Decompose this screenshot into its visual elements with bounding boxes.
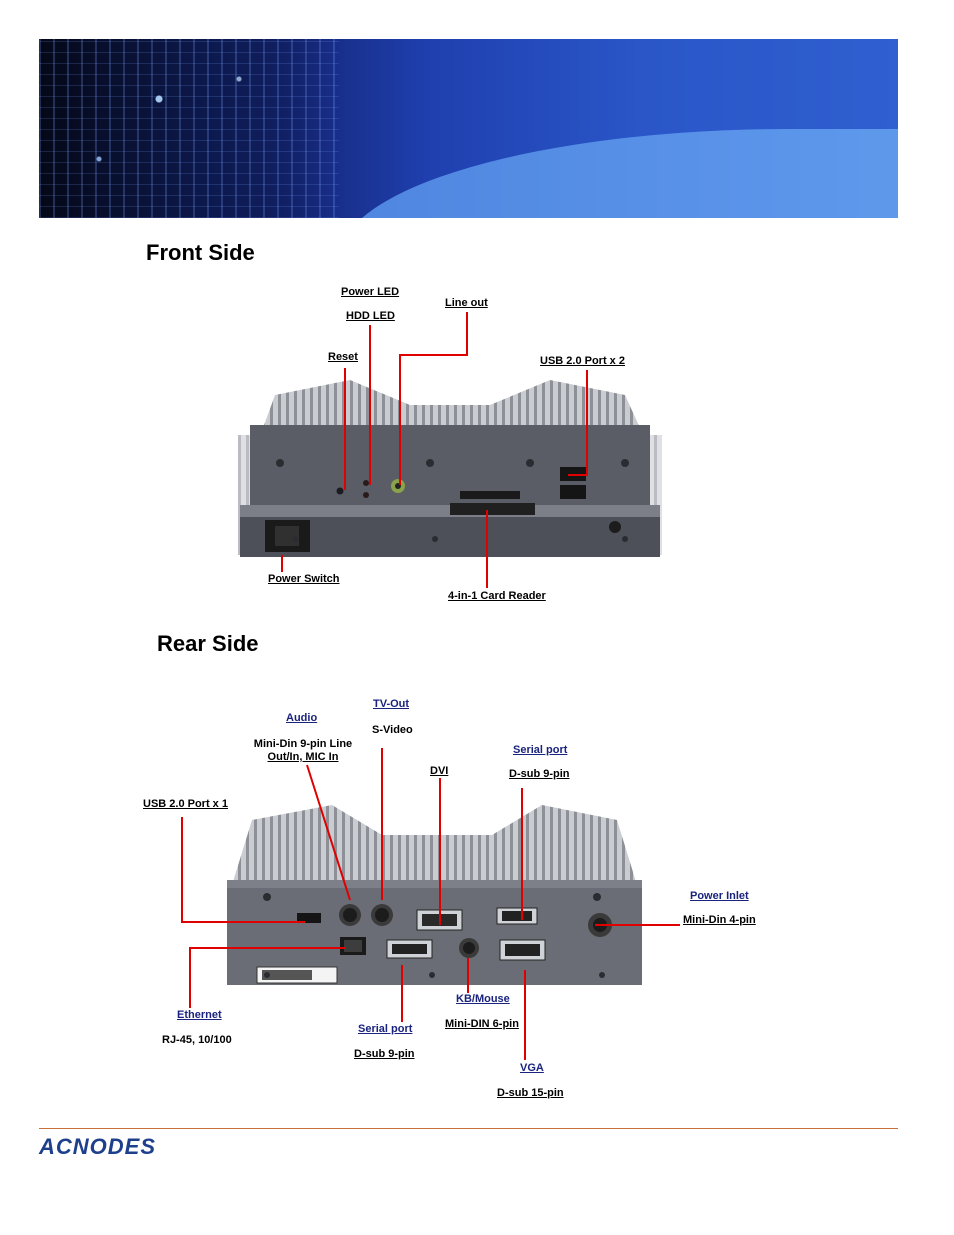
- circuit-board-image: [39, 39, 339, 218]
- dvi-label: DVI: [430, 765, 449, 777]
- ethernet-description: RJ-45, 10/100: [162, 1034, 232, 1046]
- rear-side-heading: Rear Side: [157, 631, 259, 656]
- power-led-label: Power LED: [341, 286, 400, 298]
- front-device-image: [238, 380, 662, 557]
- s-video-label: S-Video: [372, 724, 413, 736]
- power-switch-label: Power Switch: [268, 573, 340, 585]
- footer-divider: [39, 1128, 898, 1129]
- acnodes-logo: ACNODES: [39, 1134, 157, 1159]
- serial-port-bottom-label[interactable]: Serial port: [358, 1023, 413, 1035]
- vga-label[interactable]: VGA: [520, 1062, 544, 1074]
- line-out-label: Line out: [445, 297, 488, 309]
- serial-port-top-label[interactable]: Serial port: [513, 744, 568, 756]
- serial-port-top-description: D-sub 9-pin: [509, 768, 570, 780]
- front-side-heading: Front Side: [146, 240, 255, 265]
- front-usb-label: USB 2.0 Port x 2: [540, 355, 625, 367]
- kb-mouse-description: Mini-DIN 6-pin: [445, 1018, 519, 1030]
- serial-port-bottom-description: D-sub 9-pin: [354, 1048, 415, 1060]
- rear-usb-label: USB 2.0 Port x 1: [143, 798, 228, 810]
- audio-label[interactable]: Audio: [286, 712, 318, 724]
- tv-out-label[interactable]: TV-Out: [373, 698, 410, 710]
- hdd-led-label: HDD LED: [346, 310, 395, 322]
- vga-description: D-sub 15-pin: [497, 1087, 564, 1099]
- header-banner: [39, 39, 898, 218]
- power-inlet-description: Mini-Din 4-pin: [683, 914, 756, 926]
- card-reader-label: 4-in-1 Card Reader: [448, 590, 546, 602]
- rear-device-image: [227, 805, 642, 985]
- audio-description-line-2: Out/In, MIC In: [267, 751, 339, 763]
- power-inlet-label[interactable]: Power Inlet: [690, 890, 749, 902]
- kb-mouse-label[interactable]: KB/Mouse: [456, 993, 510, 1005]
- audio-description-line-1: Mini-Din 9-pin Line: [253, 738, 353, 750]
- ethernet-label[interactable]: Ethernet: [177, 1009, 222, 1021]
- reset-label: Reset: [328, 351, 358, 363]
